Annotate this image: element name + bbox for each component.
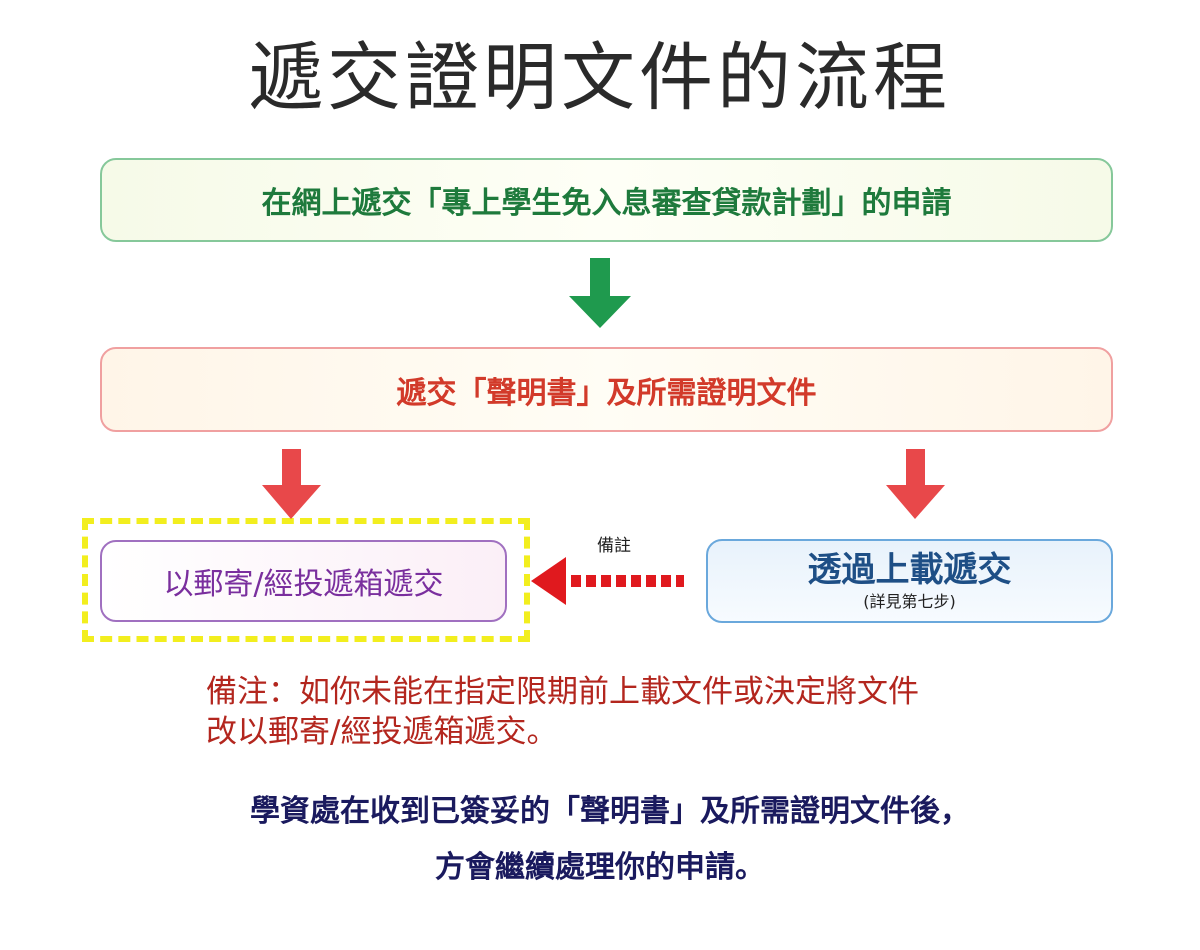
- step-submit-by-mail: 以郵寄/經投遞箱遞交: [100, 540, 507, 622]
- page-title: 遞交證明文件的流程: [249, 35, 951, 121]
- step-submit-docs-label: 遞交「聲明書」及所需證明文件: [396, 375, 817, 411]
- step-upload-label: 透過上載遞交: [807, 550, 1012, 590]
- red-down-arrow-left-icon: [262, 449, 321, 519]
- red-down-arrow-right-icon: [886, 449, 945, 519]
- step-apply-online: 在網上遞交「專上學生免入息審查貸款計劃」的申請: [100, 158, 1113, 242]
- step-apply-label: 在網上遞交「專上學生免入息審查貸款計劃」的申請: [261, 186, 952, 221]
- highlight-frame: [82, 518, 530, 642]
- remark-label: 備註: [597, 536, 631, 556]
- remark-line-2: 改以郵寄/經投遞箱遞交。: [206, 714, 558, 750]
- conclusion-line-2: 方會繼續處理你的申請。: [435, 850, 765, 885]
- remark-text: 備注：如你未能在指定限期前上載文件或決定將文件 改以郵寄/經投遞箱遞交。: [206, 672, 919, 752]
- step-by-mail-label: 以郵寄/經投遞箱遞交: [163, 567, 444, 602]
- green-down-arrow-icon: [569, 258, 631, 328]
- step-submit-documents: 遞交「聲明書」及所需證明文件: [100, 347, 1113, 432]
- conclusion-line-1: 學資處在收到已簽妥的「聲明書」及所需證明文件後，: [250, 794, 970, 829]
- step-upload-note: (詳見第七步): [863, 592, 956, 611]
- remark-line-1: 備注：如你未能在指定限期前上載文件或決定將文件: [206, 674, 919, 710]
- step-submit-by-upload: 透過上載遞交 (詳見第七步): [706, 539, 1113, 623]
- dotted-left-arrow-icon: [531, 557, 684, 605]
